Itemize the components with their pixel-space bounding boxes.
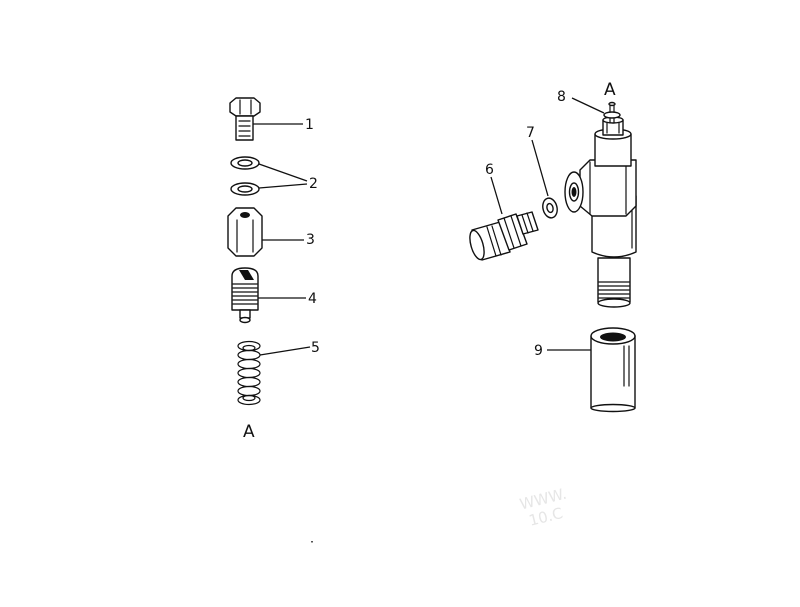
view-marker-left: A <box>243 422 255 442</box>
part-1-hex-bolt <box>229 97 261 141</box>
callout-2: 2 <box>258 163 318 192</box>
callout-3: 3 <box>262 232 315 248</box>
callout-7: 7 <box>526 125 549 197</box>
callout-5: 5 <box>259 340 320 356</box>
callout-label-8: 8 <box>557 89 566 105</box>
watermark: WWW. 10.C <box>518 485 568 530</box>
part-2-washers <box>230 156 260 196</box>
part-4-threaded-plug <box>231 267 259 324</box>
part-9-cap-nut <box>590 327 636 413</box>
callout-label-5: 5 <box>311 340 320 356</box>
callout-label-7: 7 <box>526 125 535 141</box>
callout-1: 1 <box>253 117 314 133</box>
callout-8: 8 <box>557 89 605 114</box>
callout-label-2: 2 <box>309 176 318 192</box>
stray-mark <box>311 541 313 543</box>
callout-label-9: 9 <box>534 343 543 359</box>
callout-label-4: 4 <box>308 291 317 307</box>
callout-6: 6 <box>485 162 503 215</box>
part-8-pin <box>603 101 621 124</box>
callout-label-3: 3 <box>306 232 315 248</box>
callout-9: 9 <box>534 343 591 359</box>
part-6-union-fitting <box>469 211 539 261</box>
part-7-sealing-washer <box>542 197 558 219</box>
callout-label-1: 1 <box>305 117 314 133</box>
part-5-coil-spring <box>237 340 261 406</box>
callout-label-6: 6 <box>485 162 494 178</box>
part-3-hex-nut <box>227 207 263 257</box>
view-marker-right: A <box>604 80 616 100</box>
callout-4: 4 <box>258 291 317 307</box>
injector-body <box>564 116 637 308</box>
